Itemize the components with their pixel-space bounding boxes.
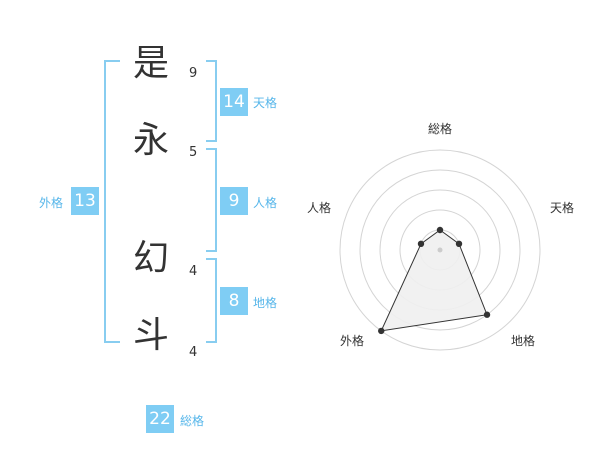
stroke-count-1: 9 <box>189 66 198 81</box>
tenkaku-bracket <box>206 60 217 142</box>
chikaku-bracket <box>206 258 217 343</box>
radar-point-1 <box>436 226 444 234</box>
stroke-count-4: 4 <box>189 345 198 360</box>
tenkaku-label: 天格 <box>253 96 278 110</box>
radar-center-dot <box>437 247 443 253</box>
gaikaku-score: 13 <box>71 187 99 215</box>
gaikaku-bracket <box>104 60 120 343</box>
radar-point-5 <box>417 240 425 248</box>
stroke-count-3: 4 <box>189 264 198 279</box>
soukaku-score: 22 <box>146 405 174 433</box>
jinkaku-score: 9 <box>220 187 248 215</box>
radar-axis-label-chikaku: 地格 <box>511 334 536 348</box>
jinkaku-label: 人格 <box>253 196 278 210</box>
name-char-4: 斗 <box>132 315 169 356</box>
radar-point-2 <box>455 240 463 248</box>
radar-svg <box>339 149 541 351</box>
chikaku-label: 地格 <box>253 296 278 310</box>
radar-ring <box>339 149 541 351</box>
stroke-count-2: 5 <box>189 145 198 160</box>
radar-axis-label-jinkaku: 人格 <box>307 201 332 215</box>
radar-point-4 <box>378 327 385 335</box>
name-char-3: 幻 <box>132 238 169 279</box>
radar-ring <box>359 169 521 331</box>
radar-chart: 総格 天格 地格 外格 人格 <box>300 110 600 370</box>
radar-point-3 <box>483 311 491 318</box>
soukaku-label: 総格 <box>180 414 205 428</box>
radar-axis-label-tenkaku: 天格 <box>550 201 575 215</box>
radar-series-polygon <box>380 229 488 332</box>
radar-axis-label-soukaku: 総格 <box>428 122 453 136</box>
name-char-2: 永 <box>132 120 169 161</box>
jinkaku-bracket <box>206 148 217 252</box>
chikaku-score: 8 <box>220 287 248 315</box>
tenkaku-score: 14 <box>220 88 248 116</box>
radar-axis-label-gaikaku: 外格 <box>340 334 365 348</box>
name-char-1: 是 <box>132 43 169 84</box>
gaikaku-label: 外格 <box>39 196 64 210</box>
